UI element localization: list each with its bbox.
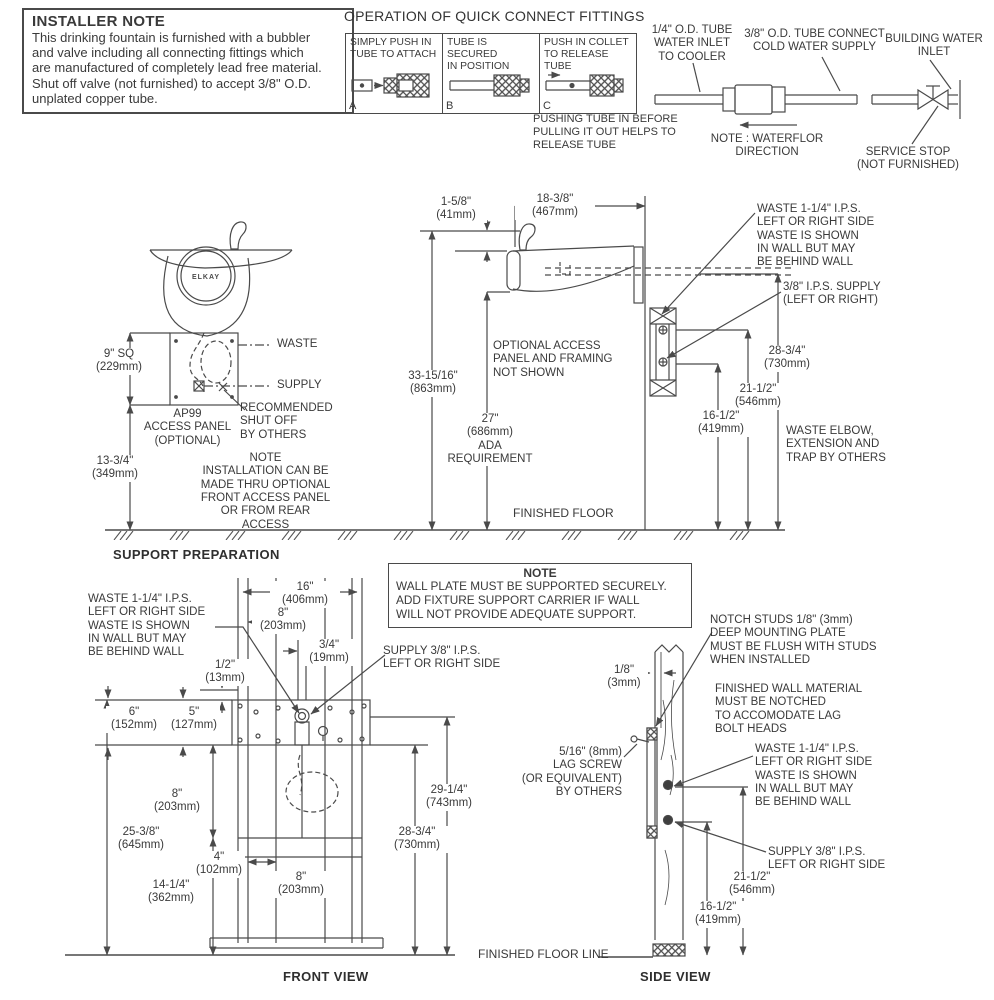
- dim-h25: 25-3/8" (645mm): [112, 826, 170, 853]
- quick-connect-panels: SIMPLY PUSH IN TUBE TO ATTACH A TUBE IS …: [345, 33, 637, 114]
- supply-label-mid: SUPPLY: [277, 379, 322, 391]
- dim-w5: 5" (127mm): [168, 706, 220, 733]
- front-view-caption: FRONT VIEW: [283, 969, 369, 984]
- waste-elbow-label: WASTE ELBOW, EXTENSION AND TRAP BY OTHER…: [786, 425, 886, 464]
- shutoff-label: RECOMMENDED SHUT OFF BY OTHERS: [240, 402, 333, 441]
- dim-panel-height: 13-3/4" (349mm): [80, 455, 150, 482]
- finished-floor-line-label: FINISHED FLOOR LINE: [478, 947, 609, 961]
- quick-connect-glyphs: [351, 71, 624, 98]
- side-view-caption: SIDE VIEW: [640, 969, 711, 984]
- quick-connect-panel-a: SIMPLY PUSH IN TUBE TO ATTACH A: [346, 34, 443, 113]
- waterflow-note: NOTE : WATERFLOR DIRECTION: [710, 133, 824, 159]
- dim-h29: 29-1/4" (743mm): [418, 784, 480, 811]
- dim-bubbler-height: 1-5/8" (41mm): [425, 196, 487, 223]
- dim-waste-height: 28-3/4" (730mm): [752, 345, 822, 372]
- waste-ips-label-front: WASTE 1-1/4" I.P.S. LEFT OR RIGHT SIDE W…: [88, 593, 206, 659]
- panel-c-letter: C: [543, 100, 551, 112]
- wall-note-body: WALL PLATE MUST BE SUPPORTED SECURELY. A…: [396, 579, 667, 621]
- installer-note-title: INSTALLER NOTE: [32, 13, 166, 30]
- finished-wall-label: FINISHED WALL MATERIAL MUST BE NOTCHED T…: [715, 683, 863, 735]
- service-stop-label: SERVICE STOP (NOT FURNISHED): [856, 146, 959, 172]
- wall-note-title: NOTE: [523, 566, 557, 580]
- dim-bolt-upper: 21-1/2" (546mm): [723, 383, 793, 410]
- three-eighths-tube-label: 3/8" O.D. TUBE CONNECT COLD WATER SUPPLY: [744, 28, 885, 54]
- quick-connect-panel-b: TUBE IS SECURED IN POSITION B: [443, 34, 540, 113]
- dim-bolt-lower: 16-1/2" (419mm): [688, 410, 754, 437]
- installation-note: NOTE INSTALLATION CAN BE MADE THRU OPTIO…: [200, 452, 331, 531]
- dim-h21-side: 21-1/2" (546mm): [720, 871, 784, 898]
- ap99-label: AP99 ACCESS PANEL (OPTIONAL): [143, 408, 232, 447]
- wall-plate-note-box: NOTE WALL PLATE MUST BE SUPPORTED SECURE…: [388, 563, 692, 628]
- dim-depth: 18-3/8" (467mm): [515, 193, 595, 220]
- panel-b-caption: TUBE IS SECURED IN POSITION: [447, 37, 510, 72]
- quarter-tube-label: 1/4" O.D. TUBE WATER INLET TO COOLER: [651, 24, 733, 63]
- building-inlet-label: BUILDING WATER INLET: [885, 33, 983, 59]
- panel-b-letter: B: [446, 100, 454, 112]
- dim-w16: 16" (406mm): [270, 581, 340, 608]
- wall-plate-drawing: [126, 332, 272, 531]
- dim-ada: 27" (686mm) ADA REQUIREMENT: [445, 413, 535, 467]
- support-prep-caption: SUPPORT PREPARATION: [113, 547, 280, 562]
- dim-h6: 6" (152mm): [106, 706, 162, 733]
- dim-w4: 4" (102mm): [193, 851, 245, 878]
- waste-label-mid: WASTE: [277, 338, 318, 350]
- quick-connect-note: PUSHING TUBE IN BEFORE PULLING IT OUT HE…: [533, 113, 678, 151]
- inlet-diagram-drawing: [654, 56, 961, 145]
- dim-h14: 14-1/4" (362mm): [142, 879, 200, 906]
- waste-ips-label-mid: WASTE 1-1/4" I.P.S. LEFT OR RIGHT SIDE W…: [757, 203, 875, 269]
- supply-ips-label-side: SUPPLY 3/8" I.P.S. LEFT OR RIGHT SIDE: [768, 846, 886, 872]
- dim-w8-bottom: 8" (203mm): [273, 871, 329, 898]
- panel-a-letter: A: [349, 100, 357, 112]
- dim-plate-square: 9" SQ (229mm): [88, 348, 150, 375]
- notch-studs-label: NOTCH STUDS 1/8" (3mm) DEEP MOUNTING PLA…: [710, 614, 877, 666]
- finished-floor-label: FINISHED FLOOR: [513, 506, 614, 520]
- supply-ips-label-mid: 3/8" I.P.S. SUPPLY (LEFT OR RIGHT): [783, 281, 881, 307]
- installer-note-body: This drinking fountain is furnished with…: [32, 30, 322, 106]
- dim-rim-height: 33-15/16" (863mm): [398, 370, 468, 397]
- fountain-front-drawing: ELKAY: [149, 221, 293, 337]
- supply-ips-label-front: SUPPLY 3/8" I.P.S. LEFT OR RIGHT SIDE: [383, 645, 501, 671]
- dim-w8-top: 8" (203mm): [252, 607, 314, 634]
- dim-h28: 28-3/4" (730mm): [386, 826, 448, 853]
- waste-ips-label-side: WASTE 1-1/4" I.P.S. LEFT OR RIGHT SIDE W…: [755, 743, 873, 809]
- dim-w34: 3/4" (19mm): [300, 639, 358, 666]
- side-view-drawing: [598, 631, 767, 958]
- quick-connect-panel-c: PUSH IN COLLET TO RELEASE TUBE C: [540, 34, 636, 113]
- quick-connect-title: OPERATION OF QUICK CONNECT FITTINGS: [344, 8, 645, 24]
- panel-a-caption: SIMPLY PUSH IN TUBE TO ATTACH: [350, 37, 437, 60]
- optional-access-label: OPTIONAL ACCESS PANEL AND FRAMING NOT SH…: [493, 340, 613, 379]
- svg-text:ELKAY: ELKAY: [192, 274, 220, 281]
- installer-note-box: INSTALLER NOTE This drinking fountain is…: [22, 8, 354, 115]
- lag-screw-label: 5/16" (8mm) LAG SCREW (OR EQUIVALENT) BY…: [521, 746, 622, 798]
- panel-c-caption: PUSH IN COLLET TO RELEASE TUBE: [544, 37, 629, 72]
- dim-h12: 1/2" (13mm): [198, 659, 252, 686]
- dim-h16-side: 16-1/2" (419mm): [686, 901, 750, 928]
- dim-notch: 1/8" (3mm): [600, 664, 648, 691]
- dim-h8: 8" (203mm): [150, 788, 204, 815]
- fountain-side-elevation: [506, 196, 792, 530]
